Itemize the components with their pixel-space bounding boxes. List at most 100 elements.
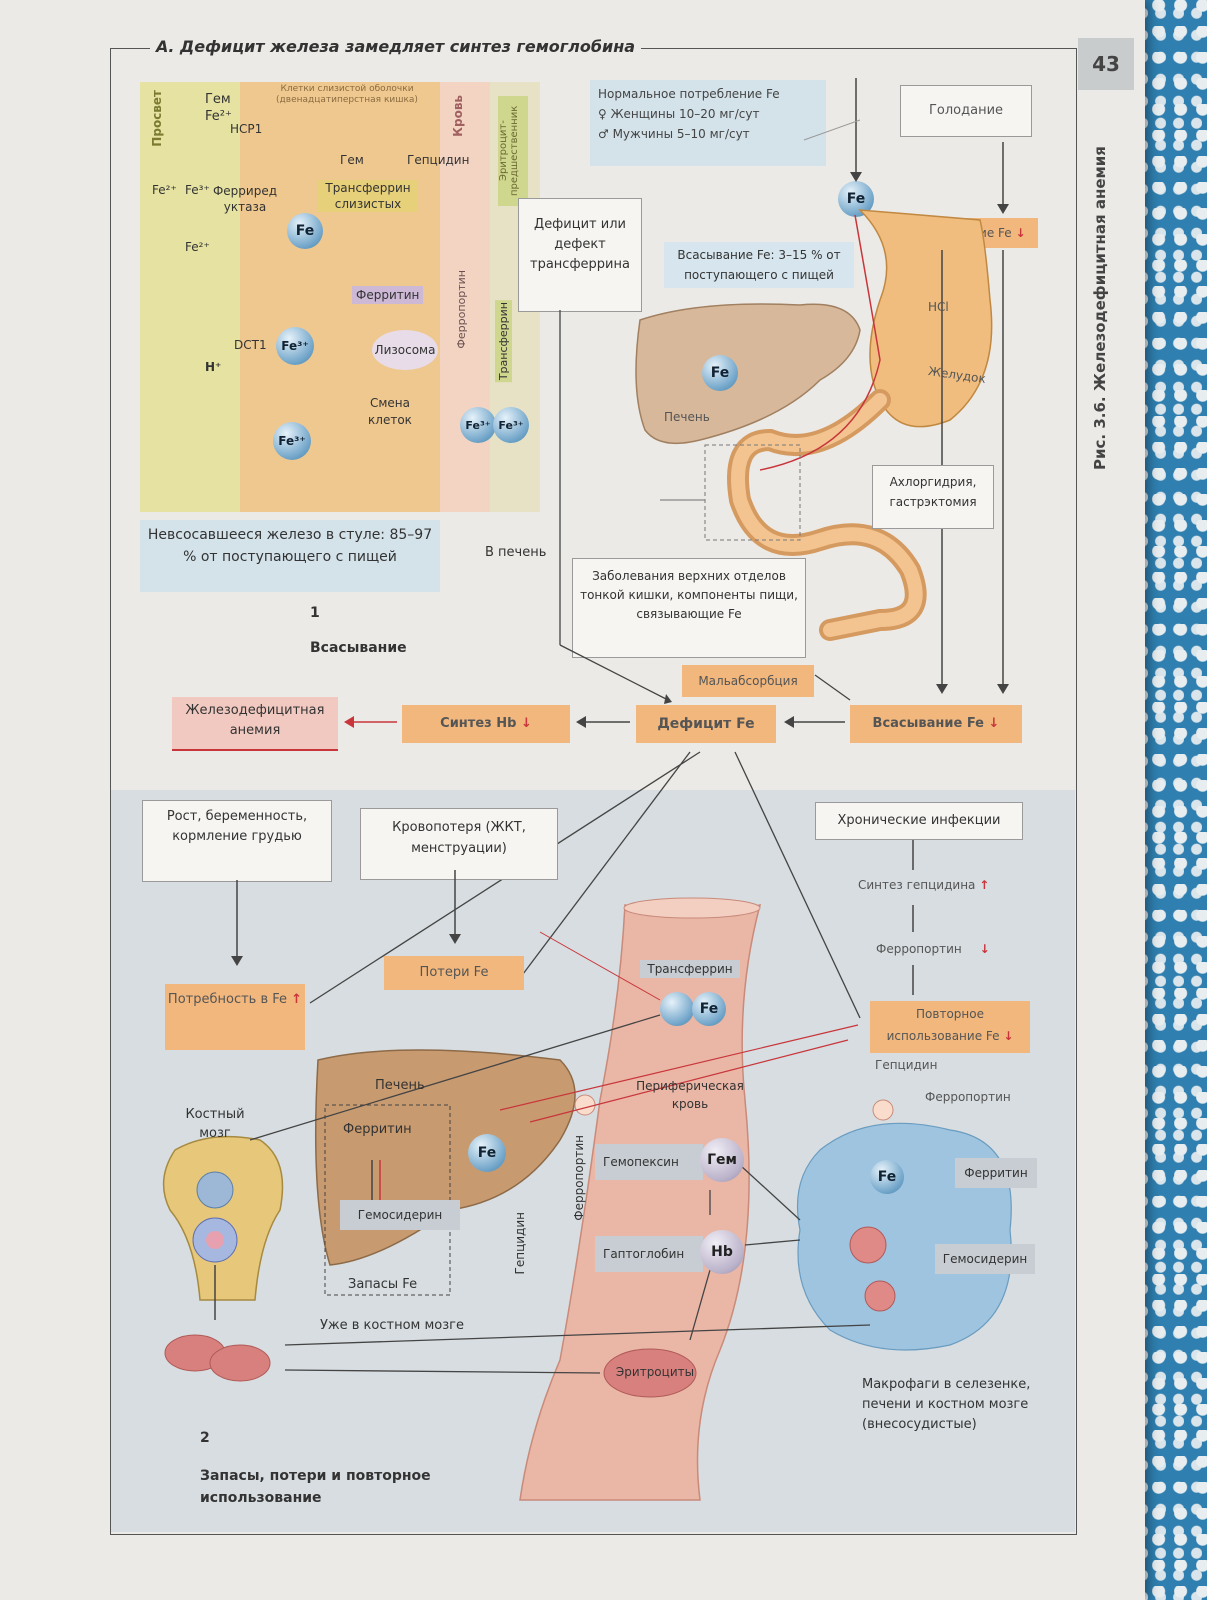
bone-shape <box>162 1135 284 1301</box>
hb-synthesis-text: Синтез Hb <box>440 716 517 731</box>
hepcidin-synthesis: Синтез гепцидина ↑ <box>858 878 989 892</box>
macro-ferritin-box: Ферритин <box>955 1158 1037 1188</box>
liver-top-shape <box>635 303 861 445</box>
fe-macrophage-circle: Fe <box>870 1160 904 1194</box>
absorption-down-arrow-icon: ↓ <box>988 716 1000 731</box>
lysosome-label: Лизосома <box>372 330 438 370</box>
heme-circle: Гем <box>700 1138 744 1182</box>
hb-circle: Hb <box>700 1230 744 1274</box>
ida-box: Железодефицитная анемия <box>172 697 338 751</box>
in-marrow-label: Уже в костном мозге <box>320 1318 464 1333</box>
fe-liver-top-circle: Fe <box>702 355 738 391</box>
haptoglobin-box: Гаптоглобин <box>595 1236 703 1272</box>
bone-marrow-label: Костный мозг <box>185 1107 245 1141</box>
hepcidin-label-top: Гепцидин <box>407 153 470 167</box>
ferroportin-down-text: Ферропортин <box>876 942 962 956</box>
book-page: 43 Рис. 3.6. Железодефицитная анемия А. … <box>0 0 1145 1600</box>
fe-losses-box: Потери Fe <box>384 956 524 990</box>
stool-box: Невсосавшееся железо в стуле: 85–97 % от… <box>140 520 440 592</box>
fe-need-up-arrow-icon: ↑ <box>291 992 303 1007</box>
absorption-down-box: Всасывание Fe ↓ <box>850 705 1022 743</box>
fe3-blood-b: Fe³⁺ <box>493 407 529 443</box>
intake-box: Нормальное потребление Fe ♀ Женщины 10–2… <box>590 80 826 166</box>
absorption-percent: Всасывание Fe: 3–15 % от поступающего с … <box>664 242 854 288</box>
lumen-strip <box>140 82 240 512</box>
hcp1-label: HCP1 <box>230 122 263 136</box>
stomach-shape <box>858 209 993 428</box>
section2-label: Запасы, потери и повторное использование <box>200 1468 431 1506</box>
stores-label: Запасы Fe <box>348 1277 418 1292</box>
dct1-label: DCT1 <box>234 338 267 352</box>
transferrin-label: Трансферрин <box>640 960 740 978</box>
fe-transferrin-circle: Fe <box>692 992 726 1026</box>
intake-title: Нормальное потребление Fe <box>598 87 780 101</box>
fe3-label: Fe³⁺ <box>185 183 210 197</box>
intake-men: ♂ Мужчины 5–10 мг/сут <box>598 127 750 141</box>
liver-label: Печень <box>375 1078 425 1093</box>
heme-fe2-label: Гем Fe²⁺ <box>205 91 232 125</box>
malabsorption-box: Мальабсорбция <box>682 665 814 697</box>
reuse-box: Повторное использование Fe ↓ <box>870 1001 1030 1053</box>
down-arrow-icon: ↓ <box>1015 226 1026 240</box>
liver-top-label: Печень <box>664 410 710 424</box>
hepcidin-a-label: Гепцидин <box>875 1058 938 1072</box>
transferrin-circle <box>660 992 694 1026</box>
hb-synthesis-box: Синтез Hb ↓ <box>402 705 570 743</box>
section1-number: 1 <box>310 605 320 621</box>
fe3-blood-a: Fe³⁺ <box>460 407 496 443</box>
macrophages-caption: Макрофаги в селезенке, печени и костном … <box>862 1377 1031 1432</box>
upper-organs-drawing <box>635 78 1009 694</box>
to-liver-label: В печень <box>485 545 547 560</box>
fe2-label: Fe²⁺ <box>152 183 177 197</box>
heme-top-text: Гем <box>205 92 231 107</box>
fe2-top-text: Fe²⁺ <box>205 109 232 124</box>
peripheral-blood-label: Периферическая кровь <box>636 1079 744 1111</box>
absorption-down-text: Всасывание Fe <box>872 716 984 731</box>
reuse-text: Повторное использование Fe <box>886 1007 1000 1043</box>
fe2-label-b: Fe²⁺ <box>185 240 210 254</box>
heme-label: Гем <box>340 153 364 167</box>
fe-deficit-box: Дефицит Fe <box>636 705 776 743</box>
hemosiderin-liver-box: Гемосидерин <box>340 1200 460 1230</box>
ferritin-liver-label: Ферритин <box>343 1122 412 1137</box>
hb-down-arrow-icon: ↓ <box>520 716 532 731</box>
ferroportin-down: Ферропортин ↓ <box>876 942 990 956</box>
transferrin-defect-box: Дефицит или дефект трансферрина <box>518 198 642 312</box>
ferroportin-a-label: Ферропортин <box>925 1090 1011 1104</box>
fe3-circle-b: Fe³⁺ <box>273 422 311 460</box>
hepcidin-synthesis-text: Синтез гепцидина <box>858 878 976 892</box>
h-plus-label: H⁺ <box>205 360 222 374</box>
section1-label: Всасывание <box>310 640 407 656</box>
cell-change-label: Смена клеток <box>368 396 412 427</box>
ferroportin-vertical-2: Ферропортин <box>572 1135 586 1221</box>
chronic-infections-box: Хронические инфекции <box>815 802 1023 840</box>
fe-need-box: Потребность в Fe ↑ <box>165 984 305 1050</box>
ferrireductase-label: Ферриредуктаза <box>212 184 278 214</box>
section2-drawing <box>162 840 1012 1501</box>
mucosal-transferrin-label: Трансферрин слизистых <box>318 180 418 212</box>
blood-loss-box: Кровопотеря (ЖКТ, менструации) <box>360 808 558 880</box>
ferritin-label-top: Ферритин <box>352 286 424 304</box>
erythrocytes-label: Эритроциты <box>615 1365 695 1379</box>
figure-title: А. Дефицит железа замедляет синтез гемог… <box>150 37 642 56</box>
macro-hemosiderin-box: Гемосидерин <box>935 1244 1035 1274</box>
fe-mucosal-circle: Fe <box>287 213 323 249</box>
reuse-down-arrow-icon: ↓ <box>1003 1029 1014 1043</box>
fe-liver-circle: Fe <box>468 1134 506 1172</box>
section2-number: 2 <box>200 1430 210 1446</box>
upper-gut-box: Заболевания верхних отделов тонкой кишки… <box>572 558 806 658</box>
fe-need-text: Потребность в Fe <box>167 992 288 1007</box>
hcl-label: HCl <box>928 300 949 314</box>
achlorhydria-box: Ахлоргидрия, гастрэктомия <box>872 465 994 529</box>
page-number: 43 <box>1078 38 1134 90</box>
fe3-circle-a: Fe³⁺ <box>276 327 314 365</box>
liver-shape <box>314 1049 576 1266</box>
cells-header: Клетки слизистой оболочки (двенадцатипер… <box>276 84 418 105</box>
hepcidin-vertical: Гепцидин <box>513 1212 527 1275</box>
intake-women: ♀ Женщины 10–20 мг/сут <box>598 107 760 121</box>
ferroportin-down-arrow-icon: ↓ <box>979 942 990 956</box>
hemopexin-box: Гемопексин <box>595 1144 703 1180</box>
vessel-shape <box>519 903 762 1501</box>
starvation-box: Голодание <box>900 85 1032 137</box>
hepcidin-up-arrow-icon: ↑ <box>979 878 990 892</box>
